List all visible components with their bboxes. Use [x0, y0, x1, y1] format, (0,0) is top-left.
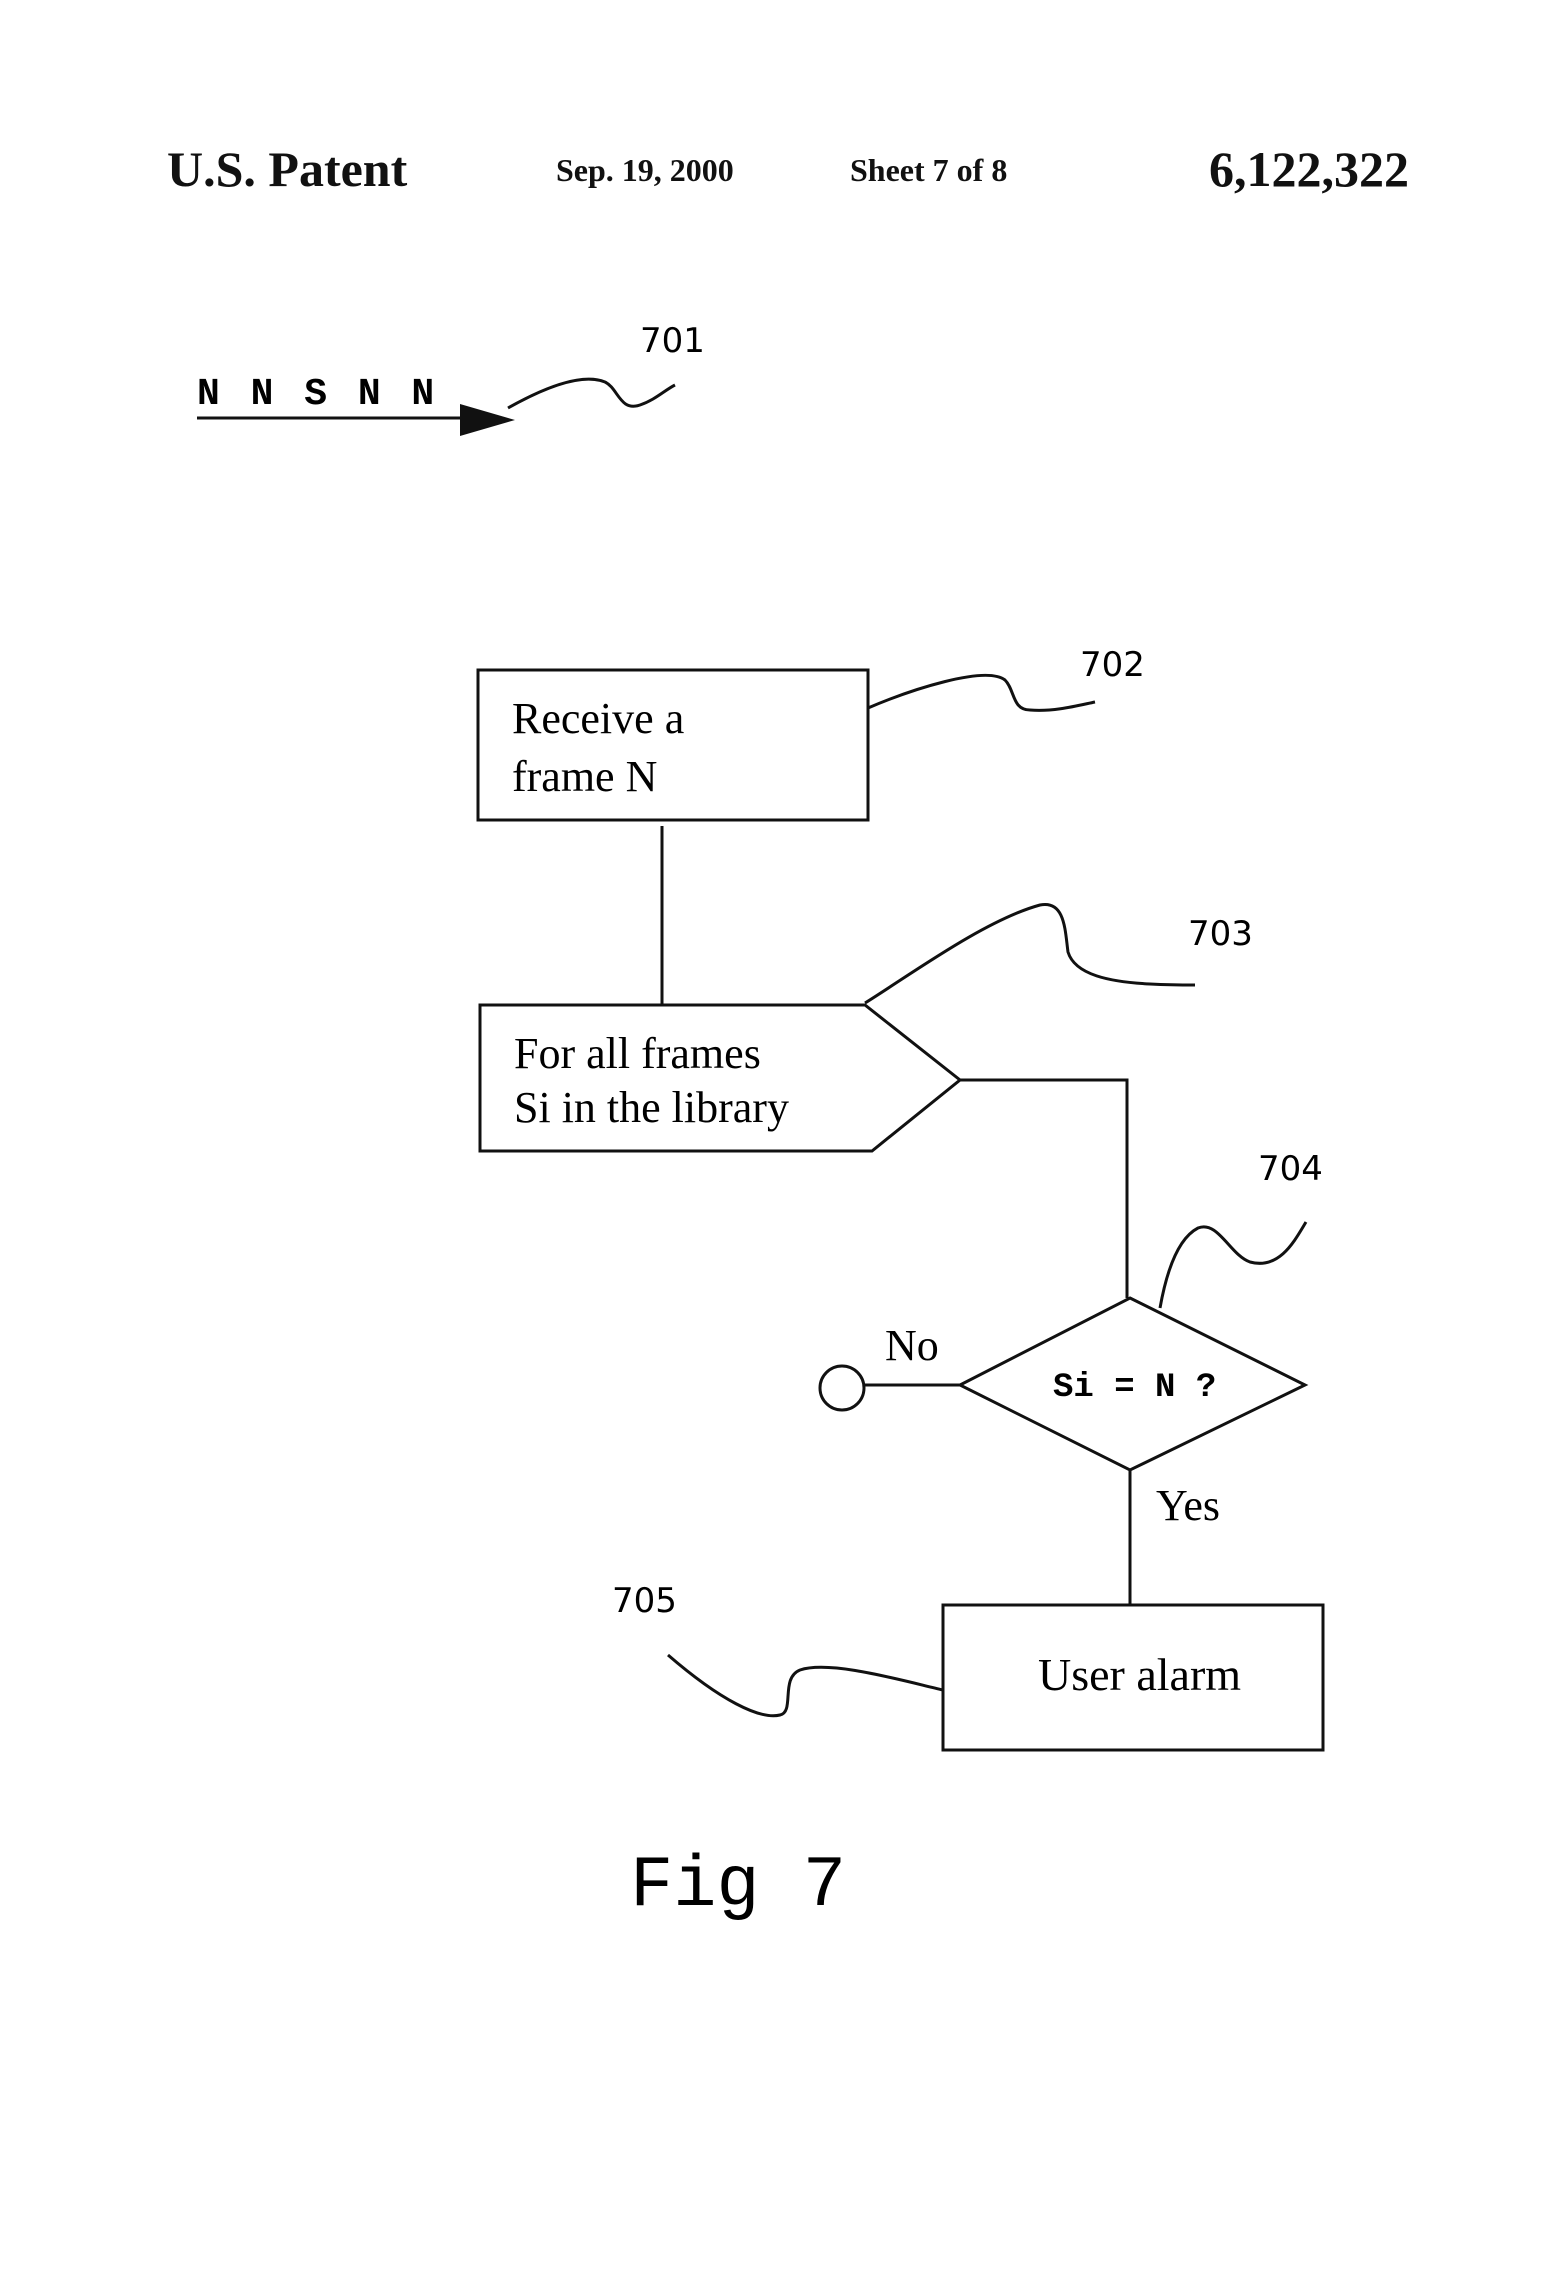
- leader-line-701: [508, 379, 675, 408]
- no-label: No: [885, 1321, 939, 1370]
- loop-node: For all frames Si in the library 703: [480, 904, 1253, 1151]
- ref-701: 701: [640, 321, 705, 361]
- ref-705: 705: [612, 1581, 677, 1621]
- yes-label: Yes: [1156, 1481, 1220, 1530]
- leader-line-704: [1160, 1222, 1306, 1308]
- decision-node: Si = N ? 704: [960, 1149, 1323, 1470]
- decision-label: Si = N ?: [1053, 1369, 1216, 1407]
- ref-702: 702: [1080, 645, 1145, 685]
- ref-704: 704: [1258, 1149, 1323, 1189]
- stream-sequence-text: N N S N N: [197, 373, 438, 416]
- user-alarm-label: User alarm: [1038, 1649, 1241, 1700]
- figure-label: Fig 7: [630, 1845, 846, 1927]
- loop-line1: For all frames: [514, 1029, 761, 1078]
- yes-branch: Yes: [1130, 1470, 1220, 1605]
- ref-703: 703: [1188, 914, 1253, 954]
- receive-frame-line1: Receive a: [512, 694, 684, 743]
- no-branch: No: [820, 1321, 960, 1410]
- receive-frame-box: Receive a frame N 702: [478, 645, 1145, 820]
- loop-line2: Si in the library: [514, 1083, 789, 1132]
- leader-line-702: [868, 675, 1095, 710]
- user-alarm-box: User alarm 705: [612, 1581, 1323, 1750]
- connector-loop-to-decision: [960, 1080, 1127, 1298]
- no-branch-terminator: [820, 1366, 864, 1410]
- leader-line-703: [865, 904, 1195, 1003]
- stream-arrowhead: [460, 404, 515, 436]
- receive-frame-line2: frame N: [512, 752, 657, 801]
- leader-line-705: [668, 1655, 943, 1716]
- input-stream: N N S N N 701: [197, 321, 705, 436]
